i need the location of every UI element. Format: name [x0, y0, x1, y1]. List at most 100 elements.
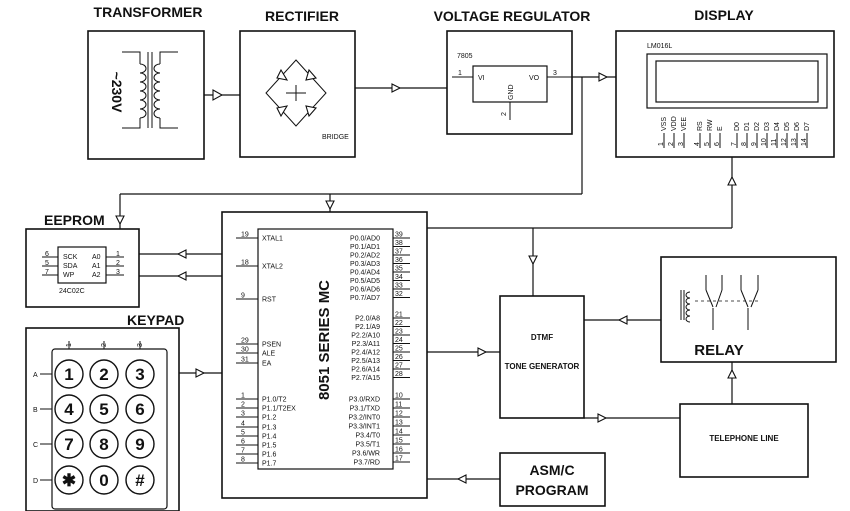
mcu-pin-num: 13	[395, 420, 403, 427]
display-block: LM016L VSS1VDD2VEE3RS4RW5E6D07D18D29D310…	[615, 30, 835, 158]
eeprom-pin-name: A0	[92, 254, 101, 261]
mcu-pin-name: P2.5/A13	[351, 358, 380, 365]
dtmf-label: DTMF	[531, 333, 553, 342]
mcu-pin-num: 39	[395, 232, 403, 239]
keypad-col-label: 1	[66, 343, 73, 347]
display-pin-name: D5	[784, 122, 791, 131]
reg-pin-gnd: GND	[508, 84, 515, 100]
regulator-title: VOLTAGE REGULATOR	[434, 8, 591, 24]
mcu-pin-num: 4	[241, 421, 245, 428]
mcu-block: 8051 SERIES MC 19XTAL118XTAL29RST29PSEN3…	[221, 211, 428, 499]
reg-pin-in: VI	[478, 75, 485, 82]
display-pin-name: RS	[697, 121, 704, 131]
keypad-key[interactable]	[125, 465, 155, 495]
eeprom-pin-num: 7	[45, 269, 49, 276]
mcu-pin-num: 26	[395, 354, 403, 361]
mcu-pin-num: 10	[395, 393, 403, 400]
mcu-pin-name: P0.7/AD7	[350, 295, 380, 302]
display-pin-group: VSS1VDD2VEE3RS4RW5E6D07D18D29D310D411D51…	[658, 116, 811, 148]
mcu-pin-name: P0.4/AD4	[350, 270, 380, 277]
mcu-pin-num: 38	[395, 240, 403, 247]
reg-pin-gnd-num: 2	[501, 112, 508, 116]
eeprom-pin-name: SCK	[63, 254, 78, 261]
mcu-pin-name: P3.2/INT0	[348, 415, 380, 422]
mcu-pin-num: 29	[241, 338, 249, 345]
keypad-key-label: 4	[64, 400, 74, 419]
mcu-pin-name: P0.1/AD1	[350, 244, 380, 251]
keypad-key[interactable]	[125, 429, 155, 459]
display-pin-num: 3	[678, 142, 685, 146]
display-pin-num: 10	[761, 138, 768, 146]
keypad-key-label: #	[135, 471, 145, 490]
mcu-pin-name: P3.6/WR	[352, 451, 380, 458]
mcu-pin-num: 31	[241, 357, 249, 364]
keypad-key[interactable]	[89, 465, 119, 495]
eeprom-pin-name: WP	[63, 272, 75, 279]
mcu-pin-name: RST	[262, 297, 277, 304]
regulator-part: 7805	[457, 53, 473, 60]
mcu-pin-name: PSEN	[262, 342, 281, 349]
mcu-pin-name: P1.1/T2EX	[262, 406, 296, 413]
mcu-pin-name: P2.3/A11	[352, 341, 380, 348]
bridge-label: BRIDGE	[322, 134, 349, 141]
mcu-pin-num: 21	[395, 312, 403, 319]
mcu-pin-num: 24	[395, 337, 403, 344]
keypad-key[interactable]	[89, 394, 119, 424]
mcu-pin-group: 19XTAL118XTAL29RST29PSEN30ALE31EA1P1.0/T…	[236, 232, 410, 468]
mcu-pin-name: P0.5/AD5	[350, 278, 380, 285]
mcu-pin-num: 15	[395, 438, 403, 445]
display-pin-name: VEE	[681, 117, 688, 131]
display-pin-name: VDD	[671, 116, 678, 131]
keypad-key[interactable]	[54, 394, 84, 424]
mcu-pin-name: P3.4/T0	[355, 433, 380, 440]
mcu-pin-name: P2.4/A12	[351, 350, 380, 357]
mcu-pin-name: P1.0/T2	[262, 397, 287, 404]
mcu-pin-name: XTAL1	[262, 236, 283, 243]
arrow-heads	[115, 72, 737, 484]
mcu-pin-name: P2.0/A8	[355, 316, 380, 323]
display-pin-name: E	[717, 126, 724, 131]
mcu-pin-name: P0.3/AD3	[350, 261, 380, 268]
keypad-key[interactable]	[54, 429, 84, 459]
keypad-key[interactable]	[89, 359, 119, 389]
keypad-key[interactable]	[125, 359, 155, 389]
display-pin-name: D7	[804, 122, 811, 131]
keypad-key[interactable]	[125, 394, 155, 424]
keypad-row-label: D	[33, 478, 38, 485]
mcu-title: 8051 SERIES MC	[316, 280, 333, 400]
keypad-key-label: 2	[99, 365, 108, 384]
eeprom-title: EEPROM	[44, 212, 105, 228]
display-pin-name: D3	[764, 122, 771, 131]
mcu-pin-num: 30	[241, 347, 249, 354]
keypad-key-label: 6	[135, 400, 144, 419]
mcu-pin-num: 16	[395, 447, 403, 454]
mcu-pin-name: P1.3	[262, 425, 277, 432]
mcu-pin-num: 6	[241, 439, 245, 446]
keypad-key-label: 0	[99, 471, 108, 490]
mcu-pin-name: P2.1/A9	[355, 324, 380, 331]
eeprom-pin-name: A1	[92, 263, 101, 270]
display-title: DISPLAY	[694, 7, 754, 23]
keypad-key-label: 3	[135, 365, 144, 384]
keypad-key[interactable]	[54, 465, 84, 495]
mcu-pin-num: 17	[395, 456, 403, 463]
display-pin-num: 13	[791, 138, 798, 146]
display-pin-num: 5	[704, 142, 711, 146]
display-pin-num: 2	[668, 142, 675, 146]
keypad-key[interactable]	[89, 429, 119, 459]
mcu-pin-num: 18	[241, 260, 249, 267]
mcu-pin-num: 32	[395, 291, 403, 298]
mcu-pin-num: 8	[241, 457, 245, 464]
mcu-pin-num: 9	[241, 293, 245, 300]
telephone-line-label: TELEPHONE LINE	[709, 434, 779, 443]
display-pin-num: 9	[751, 142, 758, 146]
mcu-pin-num: 2	[241, 402, 245, 409]
keypad-key[interactable]	[54, 359, 84, 389]
mcu-pin-num: 27	[395, 363, 403, 370]
reg-pin-in-num: 1	[458, 70, 462, 77]
eeprom-part: 24C02C	[59, 288, 85, 295]
transformer-block: ~230V	[87, 30, 205, 160]
eeprom-pin-num: 6	[45, 251, 49, 258]
